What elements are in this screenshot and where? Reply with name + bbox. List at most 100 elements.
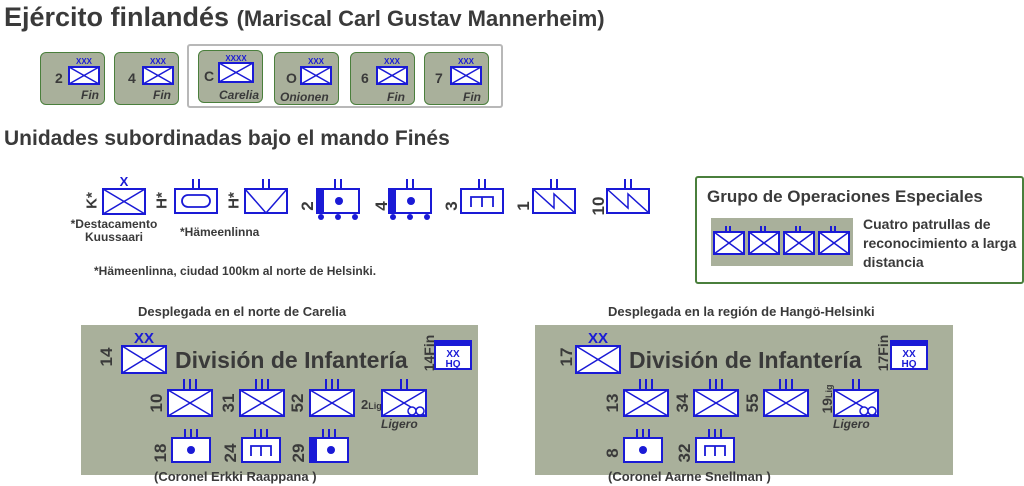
corps-counter: 4 XXX Fin (114, 52, 179, 105)
corps-id: C (204, 68, 215, 84)
support-unit-id: 32 (675, 443, 694, 463)
corps-counter: 6 XXX Fin (350, 52, 415, 105)
corps-id: 2 (55, 70, 63, 86)
corps-counter: O XXX Onionen (274, 52, 339, 105)
infantry-icon (309, 379, 355, 417)
engineer-icon (241, 429, 281, 463)
corps-id: 4 (128, 70, 136, 86)
infantry-icon: XXXX (218, 54, 254, 83)
deployment-label: Desplegada en el norte de Carelia (138, 304, 347, 319)
svg-text:XX: XX (446, 349, 460, 360)
division-panel: 17 XX División de Infantería 17Fin XX HQ… (535, 325, 953, 475)
artillery-icon (316, 179, 360, 220)
infantry-icon (167, 379, 213, 417)
svg-text:XXX: XXX (458, 58, 475, 66)
recon-patrol-icons (713, 226, 850, 255)
corps-name: Carelia (219, 88, 260, 102)
title-main: Ejército finlandés (4, 2, 230, 32)
corps-name: Fin (463, 90, 481, 104)
regiment-id: 13 (603, 393, 622, 413)
light-unit-name: Ligero (833, 417, 870, 431)
svg-text:HQ: HQ (902, 359, 917, 370)
light-infantry-icon (381, 379, 427, 417)
corps-name: Fin (387, 90, 405, 104)
section-title: Unidades subordinadas bajo el mando Finé… (4, 127, 450, 150)
division-title: División de Infantería (175, 347, 408, 373)
regiment-id: 31 (219, 393, 238, 413)
unit-id: H* (225, 192, 243, 209)
infantry-division-icon: XX (575, 330, 621, 374)
infantry-icon: XXX (450, 58, 482, 85)
svg-text:XXX: XXX (384, 58, 401, 66)
support-unit-id: 24 (221, 443, 240, 463)
regiment-id: 10 (147, 393, 166, 413)
division-panel: 14 XX División de Infantería 14Fin XX HQ… (81, 325, 478, 475)
division-number: 14 (97, 347, 116, 367)
corps-counter: 2 XXX Fin (40, 52, 105, 105)
airborne-icon (244, 179, 288, 214)
headquarters-icon: XX HQ (890, 340, 928, 370)
infantry-icon (623, 379, 669, 417)
deployment-label: Desplegada en la región de Hangö-Helsink… (608, 304, 875, 319)
armor-icon (174, 179, 218, 214)
recon-patrol-icon (713, 226, 745, 255)
division-commander: (Coronel Erkki Raappana ) (154, 469, 317, 484)
light-unit-name: Ligero (381, 417, 418, 431)
special-ops-box: Grupo de Operaciones Especiales Cuatro p… (695, 176, 1024, 284)
page-title: Ejército finlandés (Mariscal Carl Gustav… (4, 2, 605, 33)
infantry-icon (693, 379, 739, 417)
headquarters-icon: XX HQ (434, 340, 472, 370)
footnote: *Hämeenlinna, ciudad 100km al norte de H… (94, 264, 377, 278)
infantry-icon: XXX (300, 58, 332, 85)
corps-id: 6 (361, 70, 369, 86)
infantry-icon: XXX (68, 58, 100, 85)
self-propelled-artillery-icon (309, 429, 349, 463)
svg-text:XXX: XXX (308, 58, 325, 66)
svg-text:HQ: HQ (446, 359, 461, 370)
unit-id: K* (83, 192, 101, 209)
svg-text:XX: XX (902, 349, 916, 360)
support-unit-id: 18 (151, 443, 170, 463)
regiment-id: 34 (673, 393, 692, 413)
infantry-icon: XXX (142, 58, 174, 85)
light-unit-id: 2Lig (361, 397, 382, 412)
division-title: División de Infantería (629, 347, 862, 373)
light-infantry-icon (833, 379, 879, 417)
corps-counter: 7 XXX Fin (424, 52, 489, 105)
recon-patrol-icon (783, 226, 815, 255)
recon-patrol-icon (818, 226, 850, 255)
title-sub: (Mariscal Carl Gustav Mannerheim) (236, 6, 605, 31)
svg-text:XXX: XXX (150, 58, 167, 66)
corps-id: O (286, 70, 297, 86)
corps-name: Fin (153, 88, 171, 102)
support-unit-id: 29 (289, 443, 308, 463)
svg-text:X: X (120, 175, 129, 189)
unit-caption: *Destacamento Kuussaari (70, 217, 158, 244)
infantry-icon (239, 379, 285, 417)
infantry-icon: X (102, 175, 146, 215)
support-unit-id: 8 (603, 448, 622, 458)
artillery-icon (171, 429, 211, 463)
infantry-icon: XXX (376, 58, 408, 85)
unit-caption: *Hämeenlinna (180, 225, 260, 239)
corps-name: Onionen (280, 90, 329, 104)
special-ops-title: Grupo de Operaciones Especiales (707, 187, 983, 206)
svg-text:XXXX: XXXX (225, 54, 247, 63)
signals-icon (606, 179, 650, 214)
engineer-icon (460, 179, 504, 214)
svg-text:XX: XX (134, 330, 154, 347)
corps-name: Fin (81, 88, 99, 102)
recon-patrol-icon (748, 226, 780, 255)
special-ops-text: Cuatro patrullas de reconocimiento a lar… (863, 216, 1017, 270)
division-commander: (Coronel Aarne Snellman ) (608, 469, 771, 484)
infantry-icon (763, 379, 809, 417)
special-ops-panel (711, 218, 853, 266)
artillery-icon (388, 179, 432, 220)
artillery-icon (623, 429, 663, 463)
corps-counter: C XXXX Carelia (198, 50, 263, 103)
engineer-icon (695, 429, 735, 463)
regiment-id: 55 (743, 393, 762, 413)
svg-text:XXX: XXX (76, 58, 93, 66)
signals-icon (532, 179, 576, 214)
corps-id: 7 (435, 70, 443, 86)
